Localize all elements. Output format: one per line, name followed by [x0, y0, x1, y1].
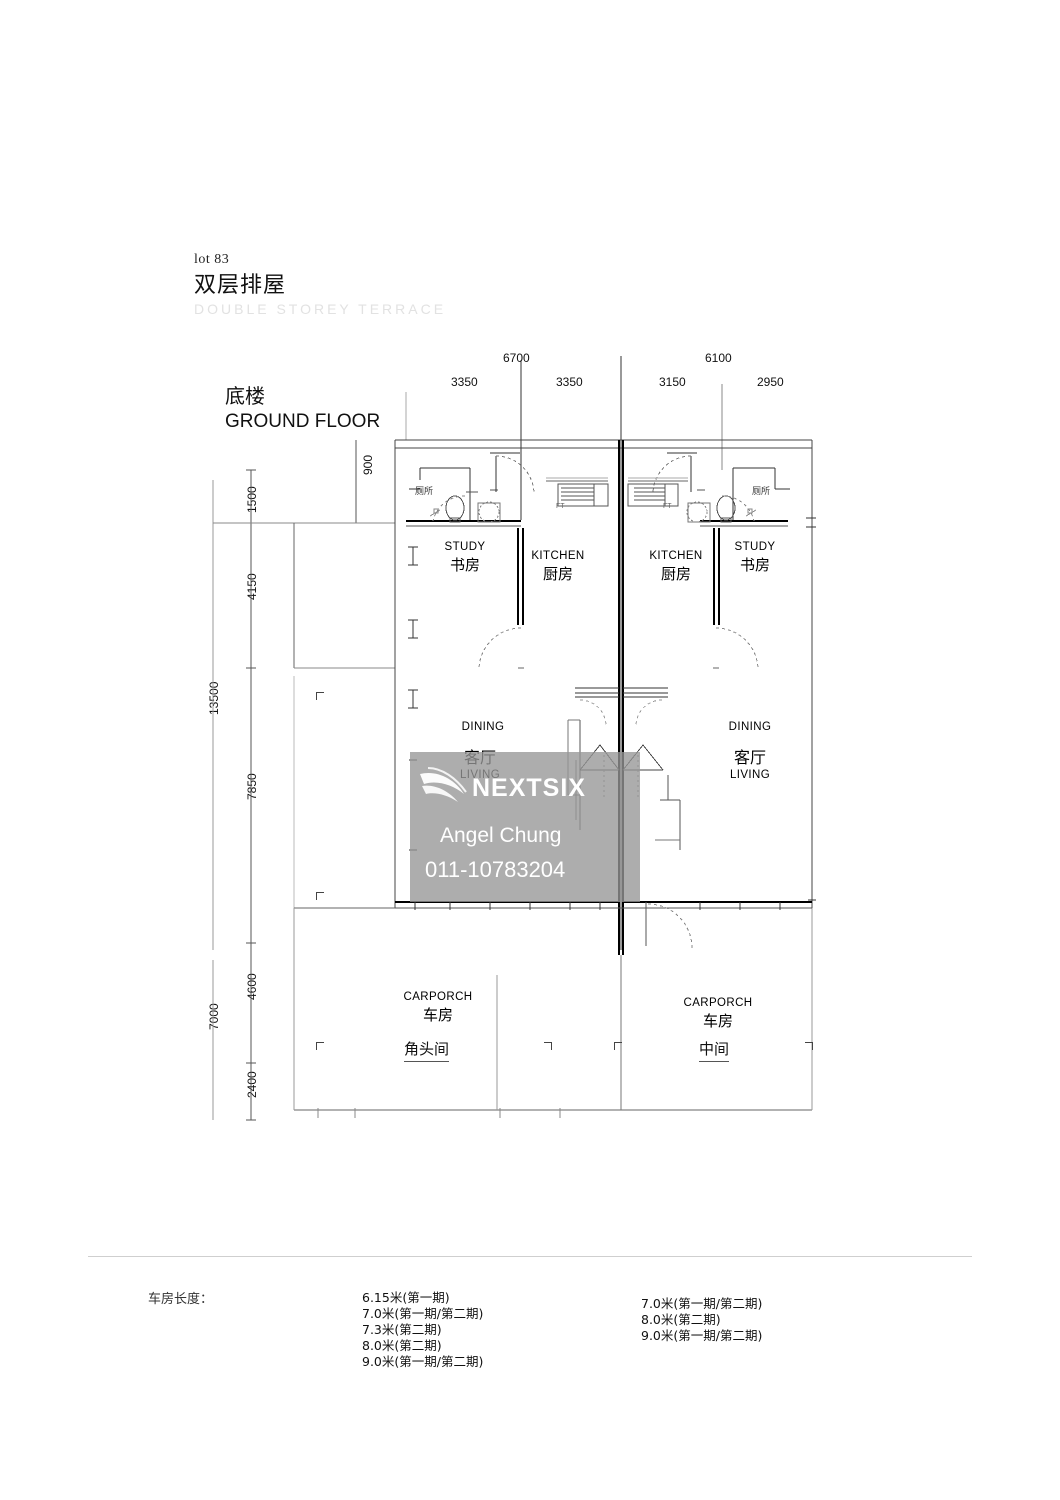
column-mark [805, 1042, 813, 1050]
room-kitchen-right-en: KITCHEN [649, 550, 703, 562]
floor-title-chinese: 底楼 [225, 384, 265, 408]
title-block: lot 83 双层排屋 DOUBLE STOREY TERRACE [194, 252, 534, 317]
room-kitchen-right-cn: 厨房 [660, 565, 691, 583]
carporch-length-left-item: 7.0米(第一期/第二期) [362, 1306, 484, 1321]
dim-left-900: 900 [361, 454, 375, 475]
project-name-english: DOUBLE STOREY TERRACE [194, 301, 447, 317]
room-living-right-cn: 客厅 [733, 748, 766, 767]
room-study-left-en: STUDY [444, 541, 486, 553]
carporch-length-right-item: 9.0米(第一期/第二期) [641, 1328, 763, 1343]
unit-type-left: 角头间 [404, 1038, 450, 1062]
watermark-person: Angel Chung [440, 824, 562, 847]
column-mark [544, 1042, 552, 1050]
dim-top-left-b: 3350 [556, 375, 583, 389]
column-mark [316, 892, 324, 900]
dim-left-2400: 2400 [245, 1071, 259, 1098]
label-ft-left: FT [556, 503, 565, 510]
dim-left-7850: 7850 [245, 773, 259, 800]
room-carporch-left: CARPORCH 车房 [392, 990, 484, 1025]
watermark-overlay: NEXTSIX Angel Chung 011-10783204 [410, 752, 640, 902]
footer-caption: 车房长度： [148, 1292, 214, 1307]
dim-top-left-total: 6700 [503, 351, 530, 365]
column-mark [614, 1042, 622, 1050]
room-study-left: STUDY 书房 [432, 540, 498, 575]
watermark-brand: NEXTSIX [472, 774, 586, 802]
dim-top-right-b: 2950 [757, 375, 784, 389]
room-dining-left-en: DINING [461, 721, 505, 733]
room-study-right-cn: 书房 [739, 556, 770, 574]
dim-left-overall-7000: 7000 [207, 1003, 221, 1030]
room-dining-right-en: DINING [728, 721, 772, 733]
label-ft-right: FT [663, 503, 672, 510]
carporch-length-list-right: 7.0米(第一期/第二期)8.0米(第二期)9.0米(第一期/第二期) [641, 1296, 762, 1344]
dim-left-4150: 4150 [245, 573, 259, 600]
room-kitchen-right: KITCHEN 厨房 [640, 549, 712, 584]
column-mark [316, 1042, 324, 1050]
room-kitchen-left: KITCHEN 厨房 [522, 549, 594, 584]
floor-title: 底楼 GROUND FLOOR [225, 384, 380, 434]
room-kitchen-left-cn: 厨房 [542, 565, 573, 583]
room-living-right-en: LIVING [729, 769, 771, 781]
dim-top-right-a: 3150 [659, 375, 686, 389]
floor-title-english: GROUND FLOOR [225, 411, 381, 432]
room-carporch-right-cn: 车房 [702, 1012, 733, 1030]
label-toilet-right: 厕所 [752, 487, 771, 497]
room-carporch-left-cn: 车房 [422, 1006, 453, 1024]
room-kitchen-left-en: KITCHEN [531, 550, 585, 562]
unit-type-right: 中间 [699, 1038, 730, 1062]
room-study-right: STUDY 书房 [722, 540, 788, 575]
room-study-left-cn: 书房 [449, 556, 480, 574]
carporch-length-left-item: 8.0米(第二期) [362, 1338, 442, 1353]
room-study-right-en: STUDY [734, 541, 776, 553]
dim-top-left-a: 3350 [451, 375, 478, 389]
column-mark [316, 692, 324, 700]
room-living-right: 客厅 LIVING [710, 748, 790, 783]
dim-top-right-total: 6100 [705, 351, 732, 365]
footer-divider [88, 1256, 972, 1257]
carporch-length-left-item: 9.0米(第一期/第二期) [362, 1354, 484, 1369]
swoosh-logo-icon [420, 767, 467, 802]
carporch-length-right-item: 8.0米(第二期) [641, 1312, 721, 1327]
project-name-chinese: 双层排屋 [194, 273, 287, 298]
room-dining-right: DINING [715, 720, 785, 735]
dim-left-4600: 4600 [245, 973, 259, 1000]
room-carporch-left-en: CARPORCH [403, 991, 473, 1003]
watermark-phone: 011-10783204 [425, 857, 566, 882]
dim-left-1500: 1500 [245, 486, 259, 513]
lot-label: lot 83 [194, 252, 230, 267]
label-toilet-left: 厕所 [415, 487, 434, 497]
room-dining-left: DINING [448, 720, 518, 735]
carporch-length-list-left: 6.15米(第一期)7.0米(第一期/第二期)7.3米(第二期)8.0米(第二期… [362, 1290, 483, 1370]
room-carporch-right: CARPORCH 车房 [672, 996, 764, 1031]
carporch-length-left-item: 7.3米(第二期) [362, 1322, 442, 1337]
carporch-length-right-item: 7.0米(第一期/第二期) [641, 1296, 763, 1311]
room-carporch-right-en: CARPORCH [683, 997, 753, 1009]
carporch-length-left-item: 6.15米(第一期) [362, 1290, 450, 1305]
dim-left-overall-13500: 13500 [207, 681, 221, 715]
